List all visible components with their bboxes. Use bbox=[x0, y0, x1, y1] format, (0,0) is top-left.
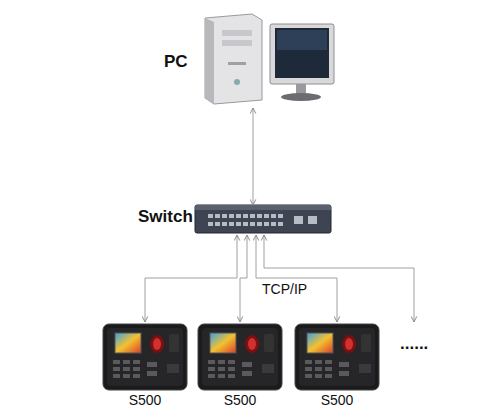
terminal-node: S500 bbox=[195, 322, 285, 414]
switch-illustration bbox=[195, 205, 331, 233]
node-label: Switch bbox=[138, 207, 193, 227]
network-link bbox=[256, 235, 337, 322]
node-label: PC bbox=[164, 52, 188, 72]
pc-node: PC bbox=[160, 12, 335, 108]
network-link bbox=[145, 235, 237, 322]
protocol-label: TCP/IP bbox=[262, 281, 307, 297]
terminal-node: S500 bbox=[100, 322, 190, 414]
network-link bbox=[253, 108, 254, 205]
node-label: S500 bbox=[195, 392, 285, 408]
more-devices-wire bbox=[264, 235, 414, 322]
terminal-illustrations bbox=[103, 324, 379, 390]
terminal-node: S500 bbox=[292, 322, 382, 414]
node-label: S500 bbox=[292, 392, 382, 408]
network-link bbox=[240, 235, 247, 322]
switch-node: Switch bbox=[138, 205, 332, 235]
pc-illustration bbox=[205, 14, 334, 104]
ellipsis-label: ...... bbox=[400, 334, 428, 354]
node-label: S500 bbox=[100, 392, 190, 408]
